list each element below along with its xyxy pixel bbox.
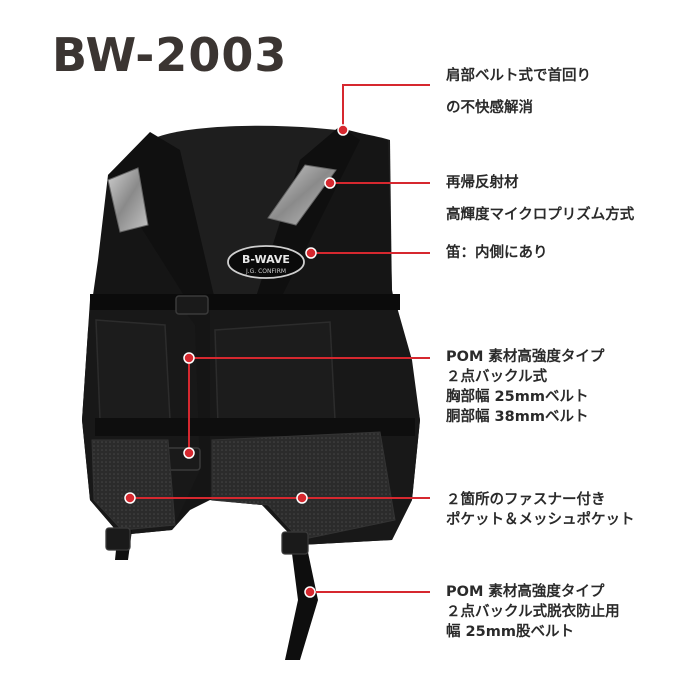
callout-line-text: 肩部ベルト式で首回り	[446, 68, 591, 84]
callout-line-text: 幅 25mm股ベルト	[446, 624, 574, 640]
callout-dot-4b	[183, 447, 195, 459]
callout-line-text: ２箇所のファスナー付き	[446, 492, 606, 508]
right-mesh-pocket	[211, 431, 396, 541]
callout-line-text: POM 素材高強度タイプ	[446, 349, 605, 365]
callout-line-text: 高輝度マイクロプリズム方式	[446, 207, 635, 223]
chest-buckle	[175, 295, 209, 315]
crotch-buckle-right	[281, 531, 309, 555]
brand-badge: B-WAVE J.G. CONFIRM	[227, 245, 305, 279]
product-title: BW-2003	[52, 28, 288, 82]
callout-crotch-belt: POM 素材高強度タイプ ２点バックル式脱衣防止用 幅 25mm股ベルト	[446, 582, 620, 642]
callout-line-1	[342, 84, 430, 130]
left-pocket	[95, 319, 171, 421]
callout-line-text: 胴部幅 38mmベルト	[446, 409, 589, 425]
reflective-patch-left	[107, 167, 149, 233]
callout-dot-5b	[296, 492, 308, 504]
callout-shoulder-belt: 肩部ベルト式で首回り の不快感解消	[446, 66, 591, 118]
callout-line-text: 再帰反射材	[446, 175, 519, 191]
brand-badge-line2: J.G. CONFIRM	[245, 268, 286, 275]
callout-chest-buckle: POM 素材高強度タイプ ２点バックル式 胸部幅 25mmベルト 胴部幅 38m…	[446, 347, 604, 427]
crotch-buckle-left	[105, 527, 131, 551]
left-mesh-pocket	[91, 439, 176, 531]
callout-line-text: ２点バックル式	[446, 369, 548, 385]
callout-dot-6	[304, 586, 316, 598]
callout-line-text: の不快感解消	[446, 100, 533, 116]
callout-reflective-material: 再帰反射材 高輝度マイクロプリズム方式	[446, 173, 634, 225]
callout-lines	[130, 84, 430, 593]
right-pocket	[214, 321, 336, 426]
reflective-patch-right	[267, 164, 337, 226]
callout-dots	[124, 124, 349, 598]
callout-line-text: POM 素材高強度タイプ	[446, 584, 605, 600]
callout-line-text: 胸部幅 25mmベルト	[446, 389, 589, 405]
crotch-strap	[285, 538, 318, 660]
callout-line-text: ポケット＆メッシュポケット	[446, 512, 635, 528]
callout-pockets: ２箇所のファスナー付き ポケット＆メッシュポケット	[446, 490, 635, 530]
callout-dot-1	[337, 124, 349, 136]
callout-dot-2	[324, 177, 336, 189]
callout-dot-4a	[183, 352, 195, 364]
callout-line-text: ２点バックル式脱衣防止用	[446, 604, 620, 620]
callout-line-text: 笛：内側にあり	[446, 245, 548, 261]
brand-badge-line1: B-WAVE	[242, 253, 290, 266]
callout-dot-5a	[124, 492, 136, 504]
callout-whistle: 笛：内側にあり	[446, 243, 548, 263]
callout-dot-3	[305, 247, 317, 259]
chest-belt	[90, 294, 400, 310]
waist-belt	[95, 418, 415, 436]
